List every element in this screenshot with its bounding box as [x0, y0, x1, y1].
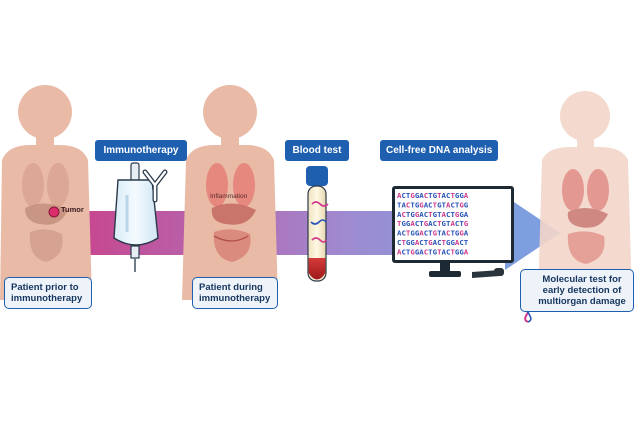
iv-bag-icon	[113, 162, 159, 272]
step-label-cfdna-analysis: Cell-free DNA analysis	[380, 140, 498, 161]
computer-monitor-icon	[392, 186, 514, 278]
dna-sequence-line: ACTGGACTGTACTGGA	[397, 210, 469, 219]
tumor-label: Tumor	[61, 205, 84, 214]
patient-before-body	[0, 85, 92, 300]
monitor-dna-sequence: ACTGGACTGTACTGGATACTGGACTGTACTGGACTGGACT…	[397, 191, 469, 256]
dna-sequence-line: ACTGGACTGTACTGGA	[397, 191, 469, 200]
caption-line: immunotherapy	[11, 293, 83, 304]
blood-tube-icon	[306, 166, 329, 282]
caption-line: Molecular test for	[542, 274, 622, 285]
dna-sequence-line: TGGACTGACTGTACTG	[397, 219, 469, 228]
caption-patient-during: Patient during immunotherapy	[192, 277, 278, 309]
caption-line: Patient during	[199, 282, 263, 293]
dna-sequence-line: TACTGGACTGTACTGG	[397, 200, 469, 209]
caption-line: immunotherapy	[199, 293, 271, 304]
caption-patient-prior: Patient prior to immunotherapy	[4, 277, 92, 309]
caption-line: Patient prior to	[11, 282, 79, 293]
step-label-blood-test: Blood test	[285, 140, 349, 161]
patient-after-body	[538, 91, 632, 300]
patient-during-body	[182, 85, 278, 300]
tumor-marker	[48, 206, 60, 218]
step-label-immunotherapy: Immunotherapy	[95, 140, 187, 161]
inflammation-label: Inflammation	[210, 193, 248, 200]
caption-line: early detection of	[542, 285, 622, 296]
caption-line: multiorgan damage	[538, 296, 626, 307]
dna-sequence-line: ACTGGACTGTACTGGA	[397, 229, 469, 238]
caption-molecular-test: Molecular test for early detection of mu…	[520, 269, 634, 312]
antibody-icon	[142, 169, 168, 203]
dna-sequence-line: ACTGGACTGTACTGGA	[397, 247, 469, 256]
dna-sequence-line: CTGGACTGACTGGACT	[397, 238, 469, 247]
